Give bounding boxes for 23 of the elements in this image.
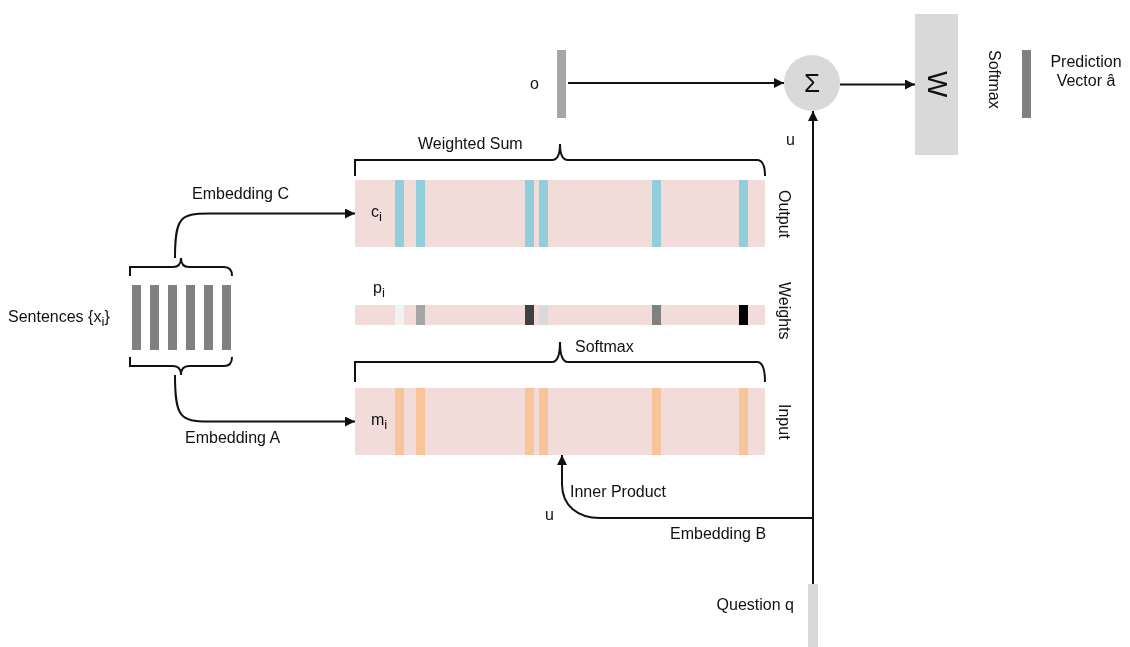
text-label: Inner Product <box>570 482 667 502</box>
text-label: Softmax <box>575 337 634 357</box>
weight-matrix-box: W <box>915 14 958 155</box>
arrow <box>557 454 814 585</box>
vector-label: p$_{i}$ <box>373 278 385 302</box>
edge-label: Embedding A <box>183 428 283 448</box>
arrow <box>174 208 356 259</box>
text-label: u <box>545 505 554 525</box>
row-label: Input <box>775 403 795 440</box>
rotated-label: Softmax <box>985 50 1005 109</box>
edge-label: Embedding C <box>190 184 291 204</box>
arrow <box>839 79 916 90</box>
node-label: Question q <box>715 595 794 615</box>
node-label: Sentences {x$_{i}$} <box>8 307 110 331</box>
row-label: Weights <box>775 282 795 340</box>
vector-label: o <box>530 74 539 94</box>
row-label: Output <box>775 189 795 238</box>
arrow <box>567 78 785 88</box>
arrow <box>174 374 356 427</box>
edge-label: Embedding B <box>668 524 769 544</box>
node-label: Prediction Vector â <box>1049 52 1123 91</box>
sum-circle: Σ <box>784 55 840 111</box>
text-label: Weighted Sum <box>418 134 523 154</box>
